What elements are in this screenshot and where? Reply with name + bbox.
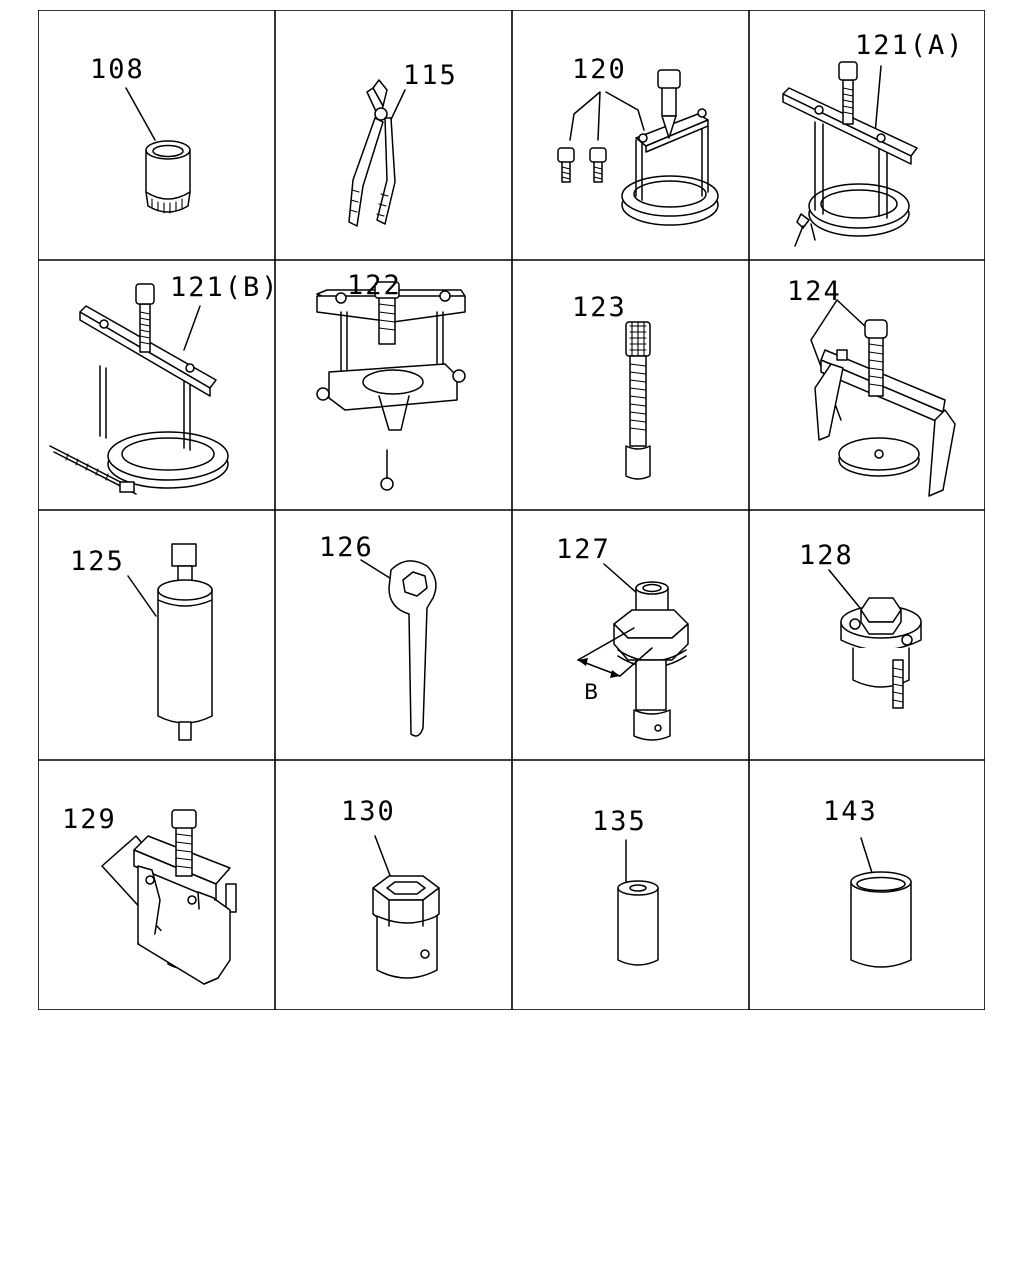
- puller-121b-icon: [38, 260, 275, 510]
- cell-135: 135: [512, 760, 749, 1010]
- part-label-143: 143: [823, 796, 878, 827]
- part-label-121a: 121(A): [855, 30, 965, 61]
- cell-129: 129: [38, 760, 275, 1010]
- cell-120: 120: [512, 10, 749, 260]
- part-label-130: 130: [341, 796, 396, 827]
- cell-130: 130: [275, 760, 512, 1010]
- cell-108: 108: [38, 10, 275, 260]
- adapter-128-icon: [749, 510, 986, 760]
- cell-122: 122: [275, 260, 512, 510]
- cell-124: 124: [749, 260, 986, 510]
- sleeve-135-icon: [512, 760, 749, 1010]
- sleeve-143-icon: [749, 760, 986, 1010]
- part-label-115: 115: [403, 60, 458, 91]
- slide-hammer-125-icon: [38, 510, 275, 760]
- part-label-129: 129: [62, 804, 117, 835]
- adapter-127-icon: [512, 510, 749, 760]
- cell-125: 125: [38, 510, 275, 760]
- part-label-121b: 121(B): [170, 272, 280, 303]
- part-label-122: 122: [347, 270, 402, 301]
- cell-143: 143: [749, 760, 986, 1010]
- bearing-puller-122-icon: [275, 260, 512, 510]
- cell-121a: 121(A): [749, 10, 986, 260]
- parts-grid: [38, 10, 985, 1010]
- puller-120-icon: [512, 10, 749, 260]
- dimension-label-b: B: [584, 680, 599, 704]
- part-label-120: 120: [572, 54, 627, 85]
- bearing-puller-129-icon: [38, 760, 275, 1010]
- cell-126: 126: [275, 510, 512, 760]
- part-label-126: 126: [319, 532, 374, 563]
- part-label-127: 127: [556, 534, 611, 565]
- cell-128: 128: [749, 510, 986, 760]
- cell-121b: 121(B): [38, 260, 278, 510]
- pliers-icon: [275, 10, 512, 260]
- part-label-124: 124: [787, 276, 842, 307]
- socket-icon: [38, 10, 275, 260]
- part-label-108: 108: [90, 54, 145, 85]
- puller-121a-icon: [749, 10, 986, 260]
- part-label-125: 125: [70, 546, 125, 577]
- puller-124-icon: [749, 260, 986, 510]
- cell-127: 127 B: [512, 510, 749, 760]
- hex-socket-130-icon: [275, 760, 512, 1010]
- wrench-126-icon: [275, 510, 512, 760]
- cell-115: 115: [275, 10, 512, 260]
- part-label-123: 123: [572, 292, 627, 323]
- threaded-rod-123-icon: [512, 260, 749, 510]
- part-label-128: 128: [799, 540, 854, 571]
- cell-123: 123: [512, 260, 749, 510]
- part-label-135: 135: [592, 806, 647, 837]
